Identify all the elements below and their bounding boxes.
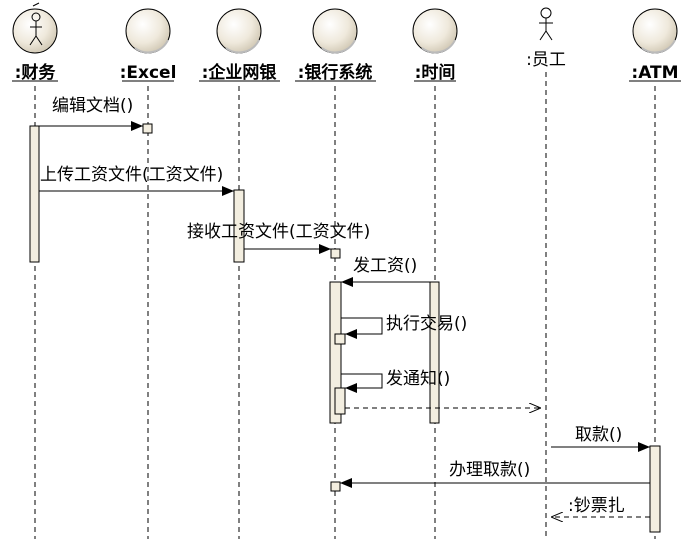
message-m10[interactable]: :钞票扎 [551, 496, 650, 517]
message-m1[interactable]: 编辑文档() [39, 96, 143, 131]
participant-atm[interactable]: :ATM [631, 8, 679, 83]
participant-shijian[interactable]: :时间 [412, 8, 458, 83]
message-m8[interactable]: 取款() [551, 425, 650, 452]
entity-shade [134, 39, 169, 54]
message-label: 发通知() [386, 369, 450, 389]
lifelines [34, 72, 656, 539]
participant-label-excel: :Excel [120, 63, 177, 83]
activation-qiye [233, 189, 245, 263]
message-m4[interactable]: 发工资() [341, 256, 430, 287]
activation-yinhang-notify [334, 387, 346, 415]
activation-caiwu [29, 125, 40, 263]
participant-excel[interactable]: :Excel [120, 8, 177, 83]
participant-label-yuangong: :员工 [526, 50, 566, 70]
activation-yinhang-exec [334, 333, 346, 345]
participant-caiwu[interactable]: :财务 [12, 2, 58, 83]
participant-label-shijian: :时间 [415, 62, 456, 83]
message-label: 上传工资文件(工资文件) [40, 165, 223, 185]
entity-shade [421, 39, 456, 54]
participant-label-caiwu: :财务 [15, 62, 57, 83]
message-arrow [341, 373, 383, 393]
message-m2[interactable]: 上传工资文件(工资文件) [39, 165, 234, 196]
participant-qiye[interactable]: :企业网银 [202, 8, 278, 83]
participant-label-yinhang: :银行系统 [298, 62, 373, 83]
message-label: 取款() [575, 425, 622, 445]
activation-excel [142, 123, 153, 134]
stick-actor-icon [539, 7, 553, 41]
stick-figure-icon [29, 2, 43, 46]
participant-yuangong[interactable]: :员工 [526, 7, 566, 70]
message-m3[interactable]: 接收工资文件(工资文件) [187, 222, 370, 254]
message-arrow [341, 317, 383, 339]
participant-label-atm: :ATM [631, 63, 678, 83]
entity-shade [321, 39, 356, 54]
message-label: 办理取款() [449, 460, 530, 480]
activation-shijian [429, 281, 440, 424]
message-m9[interactable]: 办理取款() [340, 460, 650, 488]
entity-shade [225, 39, 260, 54]
message-m5[interactable]: 执行交易() [341, 314, 467, 339]
entity-shade [641, 39, 676, 54]
participant-yinhang[interactable]: :银行系统 [298, 8, 373, 83]
message-label: 编辑文档() [52, 96, 133, 116]
participant-label-qiye: :企业网银 [202, 62, 278, 83]
actor-head-circle [12, 8, 58, 54]
message-label: :钞票扎 [568, 496, 625, 516]
message-label: 执行交易() [386, 314, 467, 334]
message-m6[interactable]: 发通知() [341, 369, 450, 393]
activation-yinhang-main [329, 281, 342, 424]
activation-bars [29, 123, 661, 533]
message-label: 发工资() [353, 256, 417, 276]
activation-yinhang-withdraw [330, 481, 341, 492]
activation-yinhang-recv [330, 248, 341, 259]
activation-atm [649, 445, 661, 533]
message-label: 接收工资文件(工资文件) [187, 222, 370, 242]
